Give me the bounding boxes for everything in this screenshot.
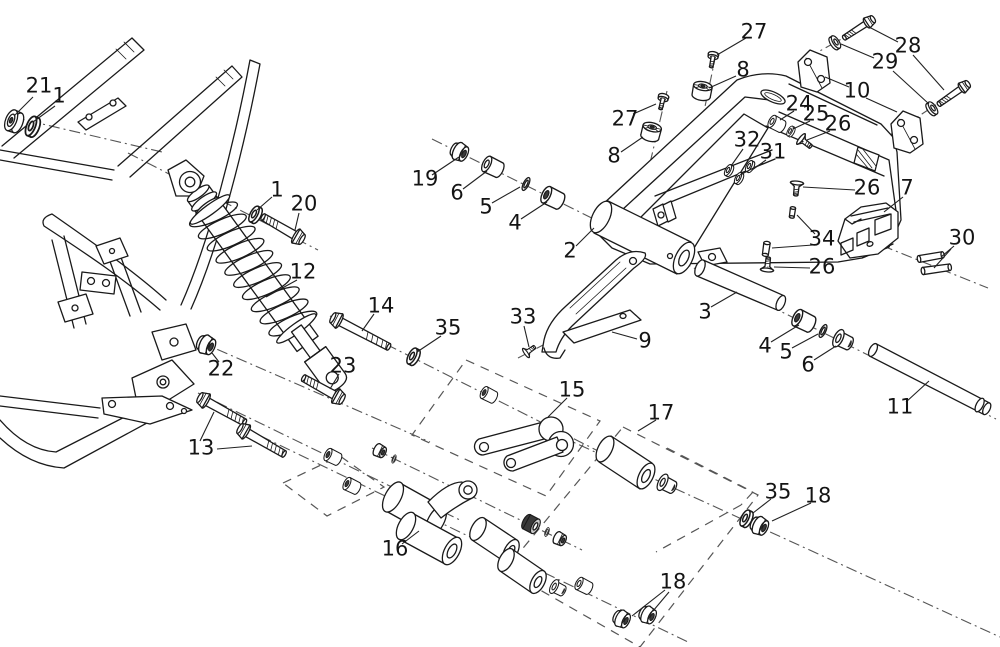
callout-label: 31 (759, 139, 787, 164)
leader-lines (13, 26, 955, 617)
callout-label: 33 (509, 304, 537, 329)
chain-adjuster-block (837, 202, 899, 259)
callout-label: 4 (508, 210, 522, 235)
callout-label: 25 (802, 101, 830, 126)
callout-label: 34 (808, 226, 836, 251)
callout-label: 29 (871, 49, 899, 74)
suspension-link-plates (473, 416, 575, 472)
callout-label: 11 (886, 394, 914, 419)
callout-label: 26 (824, 111, 852, 136)
callout-label: 16 (381, 536, 409, 561)
callout-label: 19 (411, 166, 439, 191)
callout-label: 9 (638, 328, 652, 353)
frame-grommet (3, 109, 25, 134)
dashed-assembly-boxes (281, 359, 759, 647)
callout-label: 6 (450, 180, 464, 205)
callout-label: 8 (607, 143, 621, 168)
callout-label: 5 (479, 194, 493, 219)
callout-label: 28 (894, 33, 922, 58)
callout-label: 26 (853, 175, 881, 200)
callout-label: 13 (187, 435, 215, 460)
callout-label: 30 (948, 225, 976, 250)
callout-label: 3 (698, 299, 712, 324)
swingarm (589, 73, 902, 275)
callout-label: 18 (659, 569, 687, 594)
linkage-rocker (381, 480, 478, 566)
mudguard-brackets (797, 49, 924, 154)
callout-label: 17 (647, 400, 675, 425)
callout-label: 5 (779, 339, 793, 364)
callout-label: 1 (270, 177, 284, 202)
callout-label: 18 (804, 483, 832, 508)
callout-label: 8 (736, 57, 750, 82)
callout-label: 35 (434, 315, 462, 340)
callout-label: 23 (329, 353, 357, 378)
callout-label: 2 (563, 238, 577, 263)
callout-label: 10 (843, 78, 871, 103)
fasteners-and-bushings (24, 15, 972, 629)
callout-label: 7 (900, 175, 914, 200)
callout-label: 20 (290, 191, 318, 216)
callout-label: 15 (558, 377, 586, 402)
callout-label: 6 (801, 352, 815, 377)
callout-label: 35 (764, 479, 792, 504)
chain-slider-guard (541, 250, 647, 359)
callout-label: 27 (740, 19, 768, 44)
callout-label: 21 (25, 73, 53, 98)
swingarm-pivot-collar (694, 259, 787, 312)
callout-label: 24 (785, 91, 813, 116)
pivot-bushing-dark (521, 513, 541, 535)
motorcycle-frame (0, 37, 261, 469)
callout-label: 12 (289, 259, 317, 284)
callout-label: 22 (207, 356, 235, 381)
callout-label: 26 (808, 254, 836, 279)
coil-spring (188, 201, 318, 337)
callout-label: 27 (611, 106, 639, 131)
callout-label: 32 (733, 127, 761, 152)
linkage-spacer-tubes (469, 435, 656, 595)
callout-label: 4 (758, 333, 772, 358)
callout-label: 14 (367, 293, 395, 318)
swingarm-pivot-bolt-shaft (867, 342, 992, 416)
pivot-shafts (694, 259, 992, 416)
callout-label: 1 (52, 83, 66, 108)
